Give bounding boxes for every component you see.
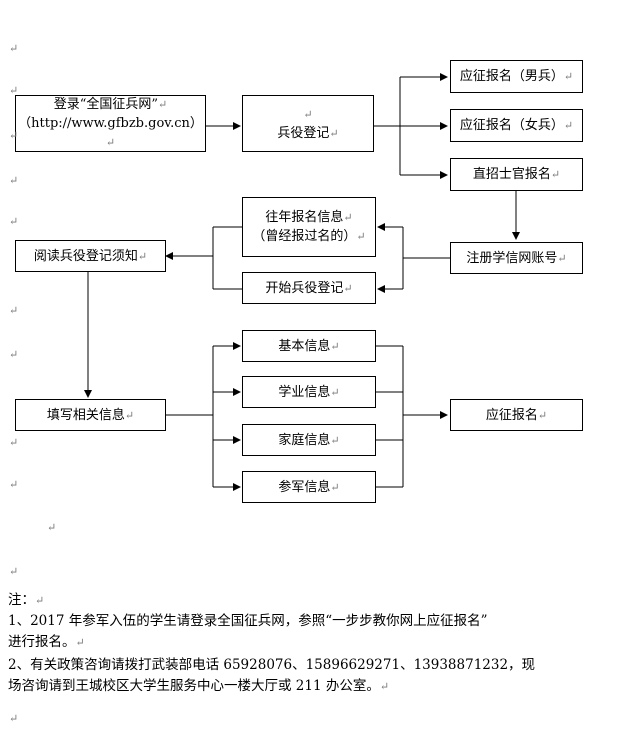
- notes-heading: 注：↵: [8, 590, 44, 611]
- paragraph-mark: ↵: [158, 98, 168, 111]
- paragraph-mark: ↵: [329, 126, 339, 140]
- paragraph-mark: ↵: [356, 230, 366, 243]
- note-line-2: 进行报名。↵: [8, 632, 85, 653]
- node-register: ↵ 兵役登记↵: [242, 95, 374, 152]
- node-study: 学业信息↵: [242, 376, 376, 408]
- node-female-label: 应征报名（女兵）: [459, 118, 564, 133]
- paragraph-mark: ↵: [330, 480, 340, 494]
- node-notice: 阅读兵役登记须知↵: [15, 240, 166, 272]
- paragraph-mark: ↵: [124, 408, 135, 422]
- node-account: 注册学信网账号↵: [450, 242, 583, 274]
- node-army: 参军信息↵: [242, 471, 376, 503]
- paragraph-mark: ↵: [9, 84, 19, 97]
- paragraph-mark: ↵: [9, 304, 19, 317]
- node-login-line2: （http://www.gfbzb.gov.cn）: [18, 116, 203, 131]
- node-nco: 直招士官报名↵: [450, 158, 583, 191]
- paragraph-mark: ↵: [343, 281, 353, 295]
- node-female: 应征报名（女兵）↵: [450, 109, 583, 142]
- node-family: 家庭信息↵: [242, 424, 376, 456]
- note-line-4-text: 场咨询请到王城校区大学生服务中心一楼大厅或 211 办公室。: [8, 678, 380, 694]
- paragraph-mark: ↵: [9, 478, 19, 491]
- node-apply-label: 应征报名: [485, 407, 538, 423]
- paragraph-mark: ↵: [9, 565, 19, 578]
- paragraph-mark: ↵: [47, 521, 57, 534]
- paragraph-mark: ↵: [303, 107, 313, 121]
- node-start-label: 开始兵役登记: [265, 280, 344, 296]
- note-line-1: 1、2017 年参军入伍的学生请登录全国征兵网，参照“一步步教你网上应征报名”: [8, 613, 488, 629]
- paragraph-mark: ↵: [343, 211, 353, 224]
- note-line-2-text: 进行报名。: [8, 634, 76, 650]
- node-army-label: 参军信息: [278, 479, 331, 495]
- paragraph-mark: ↵: [9, 215, 19, 228]
- node-fill: 填写相关信息↵: [15, 399, 166, 431]
- paragraph-mark: ↵: [35, 594, 45, 607]
- node-apply: 应征报名↵: [450, 399, 583, 431]
- node-start: 开始兵役登记↵: [242, 272, 376, 304]
- paragraph-mark: ↵: [137, 249, 148, 263]
- node-past-line1: 往年报名信息: [265, 210, 344, 225]
- node-male: 应征报名（男兵）↵: [450, 60, 583, 93]
- node-nco-label: 直招士官报名: [472, 167, 551, 182]
- node-male-label: 应征报名（男兵）: [459, 69, 564, 84]
- paragraph-mark: ↵: [9, 712, 19, 725]
- node-fill-label: 填写相关信息: [46, 407, 125, 423]
- paragraph-mark: ↵: [537, 408, 548, 422]
- paragraph-mark: ↵: [9, 129, 19, 142]
- paragraph-mark: ↵: [75, 636, 85, 649]
- node-study-label: 学业信息: [278, 384, 331, 400]
- paragraph-mark: ↵: [9, 348, 19, 361]
- paragraph-mark: ↵: [9, 42, 19, 55]
- node-basic: 基本信息↵: [242, 330, 376, 362]
- paragraph-mark: ↵: [9, 436, 19, 449]
- node-past: 往年报名信息↵ （曾经报过名的）↵: [242, 197, 376, 257]
- note-line-3: 2、有关政策咨询请拨打武装部电话 65928076、15896629271、13…: [8, 657, 536, 673]
- note-line-4: 场咨询请到王城校区大学生服务中心一楼大厅或 211 办公室。↵: [8, 676, 389, 697]
- paragraph-mark: ↵: [557, 251, 567, 265]
- node-account-label: 注册学信网账号: [466, 250, 558, 266]
- paragraph-mark: ↵: [9, 174, 19, 187]
- node-login: 登录“全国征兵网”↵ （http://www.gfbzb.gov.cn）↵: [15, 95, 206, 152]
- notes-heading-text: 注：: [8, 592, 35, 608]
- paragraph-mark: ↵: [330, 433, 340, 447]
- paragraph-mark: ↵: [550, 168, 561, 181]
- paragraph-mark: ↵: [379, 680, 390, 693]
- node-basic-label: 基本信息: [278, 338, 331, 354]
- paragraph-mark: ↵: [105, 136, 116, 149]
- paragraph-mark: ↵: [563, 119, 574, 132]
- node-family-label: 家庭信息: [278, 432, 331, 448]
- node-notice-label: 阅读兵役登记须知: [33, 248, 138, 264]
- paragraph-mark: ↵: [330, 339, 340, 353]
- node-past-line2: （曾经报过名的）: [252, 229, 357, 244]
- node-login-line1: 登录“全国征兵网”: [53, 97, 159, 112]
- node-register-label: 兵役登记: [277, 125, 330, 141]
- paragraph-mark: ↵: [563, 70, 574, 83]
- paragraph-mark: ↵: [330, 385, 340, 399]
